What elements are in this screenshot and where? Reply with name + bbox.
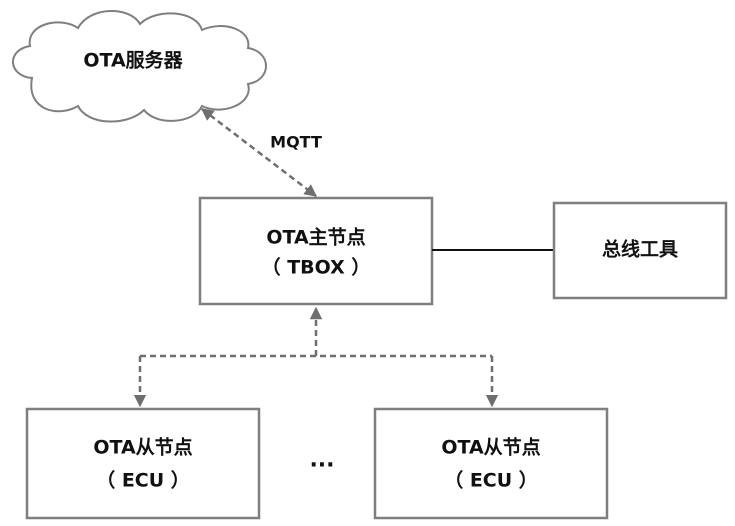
master-node-title: OTA主节点	[266, 227, 365, 249]
ota-server-cloud: OTA服务器	[12, 10, 267, 123]
slave-left-subtitle: （ ECU ）	[96, 469, 190, 492]
ellipsis: ···	[309, 453, 334, 478]
bus-tool-label: 总线工具	[602, 238, 678, 261]
slave-right-subtitle: （ ECU ）	[444, 469, 538, 492]
mqtt-connector: MQTT	[201, 108, 322, 197]
ota-master-node: OTA主节点 （ TBOX ）	[198, 196, 434, 306]
slave-right-title: OTA从节点	[441, 437, 540, 459]
bus-tool-node: 总线工具	[552, 201, 728, 300]
slave-left-title: OTA从节点	[93, 437, 192, 459]
ota-slave-node-right: OTA从节点 （ ECU ）	[373, 407, 609, 520]
mqtt-label: MQTT	[270, 133, 322, 152]
ota-server-label: OTA服务器	[83, 49, 183, 72]
mqtt-dashed-arrow	[201, 108, 317, 197]
master-node-subtitle: （ TBOX ）	[262, 256, 371, 279]
slave-connectors	[133, 306, 499, 408]
ota-slave-node-left: OTA从节点 （ ECU ）	[25, 407, 261, 520]
